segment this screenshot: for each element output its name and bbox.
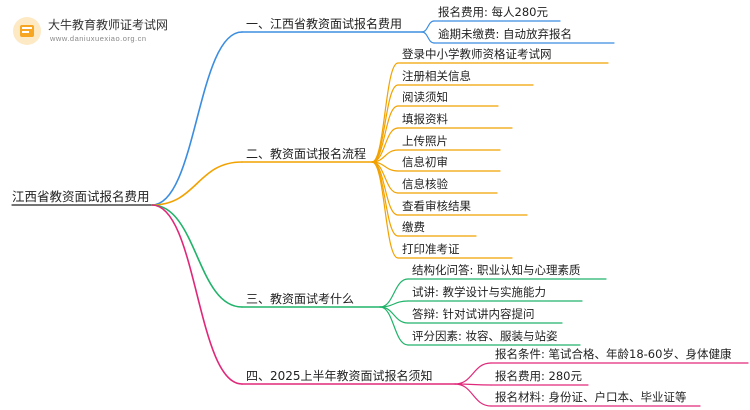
branch-node-notice: 四、2025上半年教资面试报名须知 [246, 369, 433, 383]
leaf-node: 评分因素: 妆容、服装与站姿 [412, 329, 558, 343]
leaf-node: 查看审核结果 [402, 199, 471, 213]
leaf-node: 信息核验 [402, 177, 448, 191]
leaf-node: 报名费用: 280元 [495, 369, 582, 383]
leaf-node: 试讲: 教学设计与实施能力 [412, 285, 547, 299]
leaf-node: 信息初审 [402, 155, 448, 169]
leaf-node: 逾期未缴费: 自动放弃报名 [438, 27, 573, 41]
logo-icon [12, 16, 42, 46]
brand-name: 大牛教育教师证考试网 [48, 18, 169, 32]
leaf-node: 缴费 [402, 220, 425, 234]
branch-node-process: 二、教资面试报名流程 [246, 147, 367, 161]
leaf-node: 报名材料: 身份证、户口本、毕业证等 [495, 390, 687, 404]
leaf-node: 填报资料 [402, 112, 448, 126]
leaf-node: 报名费用: 每人280元 [438, 5, 548, 19]
leaf-node: 上传照片 [402, 134, 448, 148]
leaf-node: 报名条件: 笔试合格、年龄18-60岁、身体健康 [495, 347, 732, 361]
root-node: 江西省教资面试报名费用 [12, 189, 150, 204]
leaf-node: 登录中小学教师资格证考试网 [402, 47, 552, 61]
leaf-node: 注册相关信息 [402, 69, 471, 83]
leaf-node: 答辩: 针对试讲内容提问 [412, 307, 535, 321]
branch-node-fee: 一、江西省教资面试报名费用 [246, 17, 403, 31]
leaf-node: 结构化问答: 职业认知与心理素质 [412, 263, 581, 277]
leaf-node: 打印准考证 [402, 242, 460, 256]
branch-node-content: 三、教资面试考什么 [246, 292, 355, 306]
brand-url: www.daniuxuexiao.org.cn [50, 34, 147, 43]
leaf-node: 阅读须知 [402, 90, 448, 104]
